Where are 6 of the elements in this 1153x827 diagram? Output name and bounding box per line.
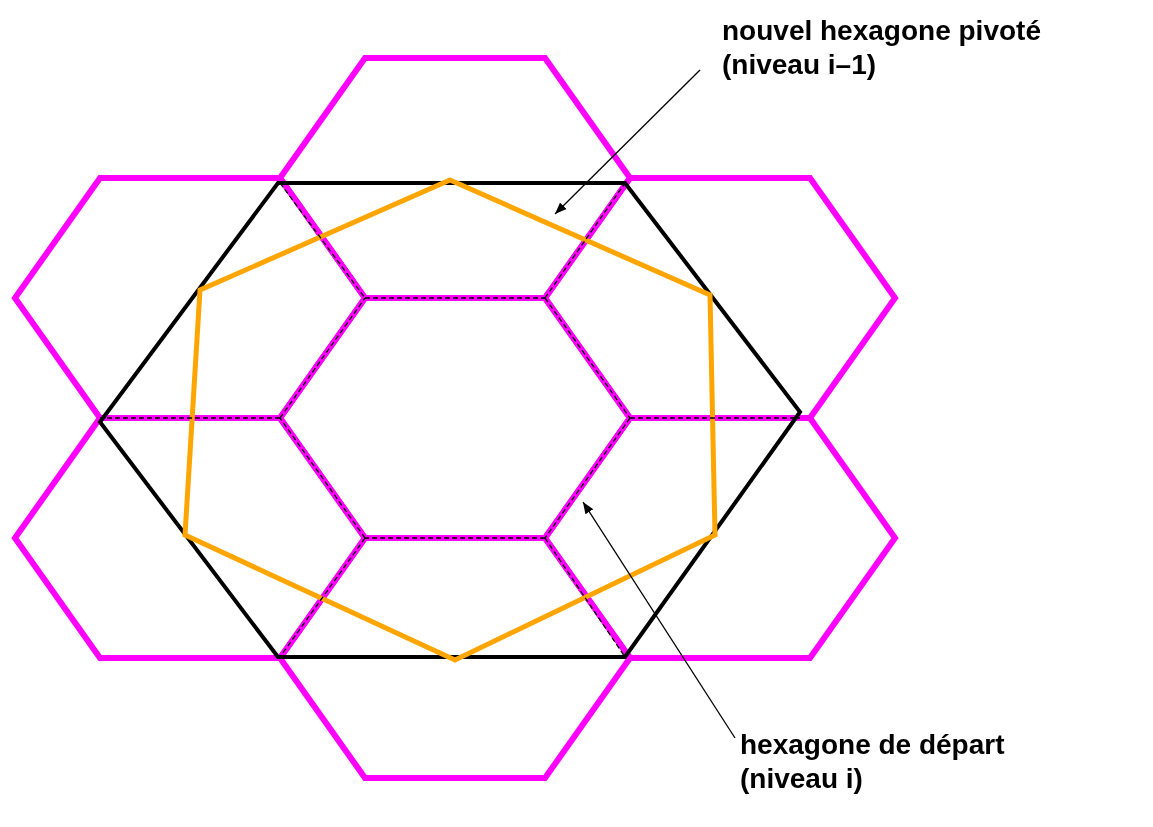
leader-line bbox=[582, 501, 736, 739]
annotation-label: hexagone de départ (niveau i) bbox=[740, 728, 1110, 796]
central-hexagon bbox=[276, 295, 634, 541]
annotation-label: nouvel hexagone pivoté (niveau i–1) bbox=[722, 14, 1142, 82]
leader-line bbox=[554, 69, 701, 215]
rotated-hexagon bbox=[182, 177, 718, 663]
